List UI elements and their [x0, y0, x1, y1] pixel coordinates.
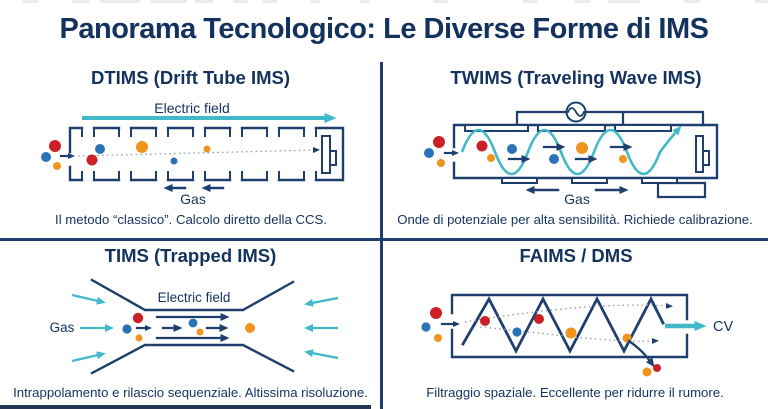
- top-edge-artifact: [310, 0, 320, 3]
- top-edge-artifact: [23, 0, 38, 3]
- twims-caption: Onde di potenziale per alta sensibilità.…: [397, 212, 753, 227]
- top-edge-artifact: [195, 0, 213, 3]
- tims-electric-field-label: Electric field: [158, 290, 231, 305]
- ac-source-wiring: [515, 101, 707, 199]
- surfing-ions: [476, 140, 627, 164]
- wave-push-arrows: [507, 143, 633, 163]
- top-edge-artifact: [263, 0, 277, 3]
- twims-section-title: TWIMS (Traveling Wave IMS): [450, 67, 702, 88]
- top-edge-artifact: [72, 0, 90, 3]
- faims-caption: Filtraggio spaziale. Eccellente per ridu…: [426, 385, 724, 400]
- faims-cv-label: CV: [713, 319, 733, 335]
- traveling-wave: [460, 125, 682, 176]
- funnel-outline: [90, 278, 295, 375]
- top-edge-artifact: [150, 0, 187, 3]
- twims-gas-label: Gas: [564, 191, 590, 207]
- entrance-ions: [41, 140, 75, 170]
- faims-section-title: FAIMS / DMS: [519, 245, 633, 266]
- exit-electrode: [695, 135, 710, 173]
- filtered-ions: [480, 314, 632, 343]
- tims-caption: Intrappolamento e rilascio sequenziale. …: [13, 385, 368, 400]
- dtims-schematic: Electric field Gas: [41, 100, 345, 207]
- faims-schematic: CV: [421, 293, 733, 377]
- dtims-section-title: DTIMS (Drift Tube IMS): [90, 67, 291, 88]
- entrance-ions: [421, 307, 460, 342]
- tims-schematic: Electric field Gas: [50, 278, 339, 375]
- field-arrows: [135, 313, 230, 342]
- top-edge-artifact: [100, 0, 140, 3]
- bottom-crop-artifact: [0, 405, 371, 409]
- sine-symbol-icon: [566, 107, 586, 117]
- tims-gas-label: Gas: [50, 320, 75, 335]
- tims-section-title: TIMS (Trapped IMS): [104, 245, 277, 266]
- rejected-ions: [627, 339, 661, 377]
- twims-tube-outline: [452, 123, 719, 184]
- top-edge-artifact: [523, 0, 538, 3]
- top-edge-artifact: [608, 0, 640, 3]
- trapped-ions: [122, 312, 255, 342]
- dtims-gas-label: Gas: [180, 191, 206, 207]
- dtims-caption: Il metodo “classico”. Calcolo diretto de…: [55, 212, 327, 227]
- drifting-ions: [86, 141, 211, 166]
- entrance-ions: [424, 136, 459, 167]
- ion-trajectory-dotted: [77, 147, 320, 157]
- top-edge-artifact: [755, 0, 768, 3]
- twims-schematic: Gas: [424, 101, 719, 207]
- top-edge-artifact: [684, 0, 700, 3]
- top-edge-artifact: [575, 0, 590, 3]
- top-edge-artifact: [433, 0, 448, 3]
- drift-tube-outline: [68, 126, 345, 182]
- gas-inflow-arrows: [71, 293, 339, 363]
- ion-trajectory-upper: [464, 302, 673, 323]
- exit-electrode: [321, 135, 337, 174]
- rejection-arrow: [627, 339, 655, 368]
- quadrant-divider-vertical: [380, 62, 383, 409]
- top-edge-artifact: [233, 0, 248, 3]
- page-title: Panorama Tecnologico: Le Diverse Forme d…: [59, 13, 709, 45]
- filter-cell-outline: [450, 293, 689, 359]
- dtims-electric-field-label: Electric field: [154, 100, 229, 116]
- top-edge-artifact: [360, 0, 370, 3]
- quadrant-divider-horizontal: [0, 238, 768, 241]
